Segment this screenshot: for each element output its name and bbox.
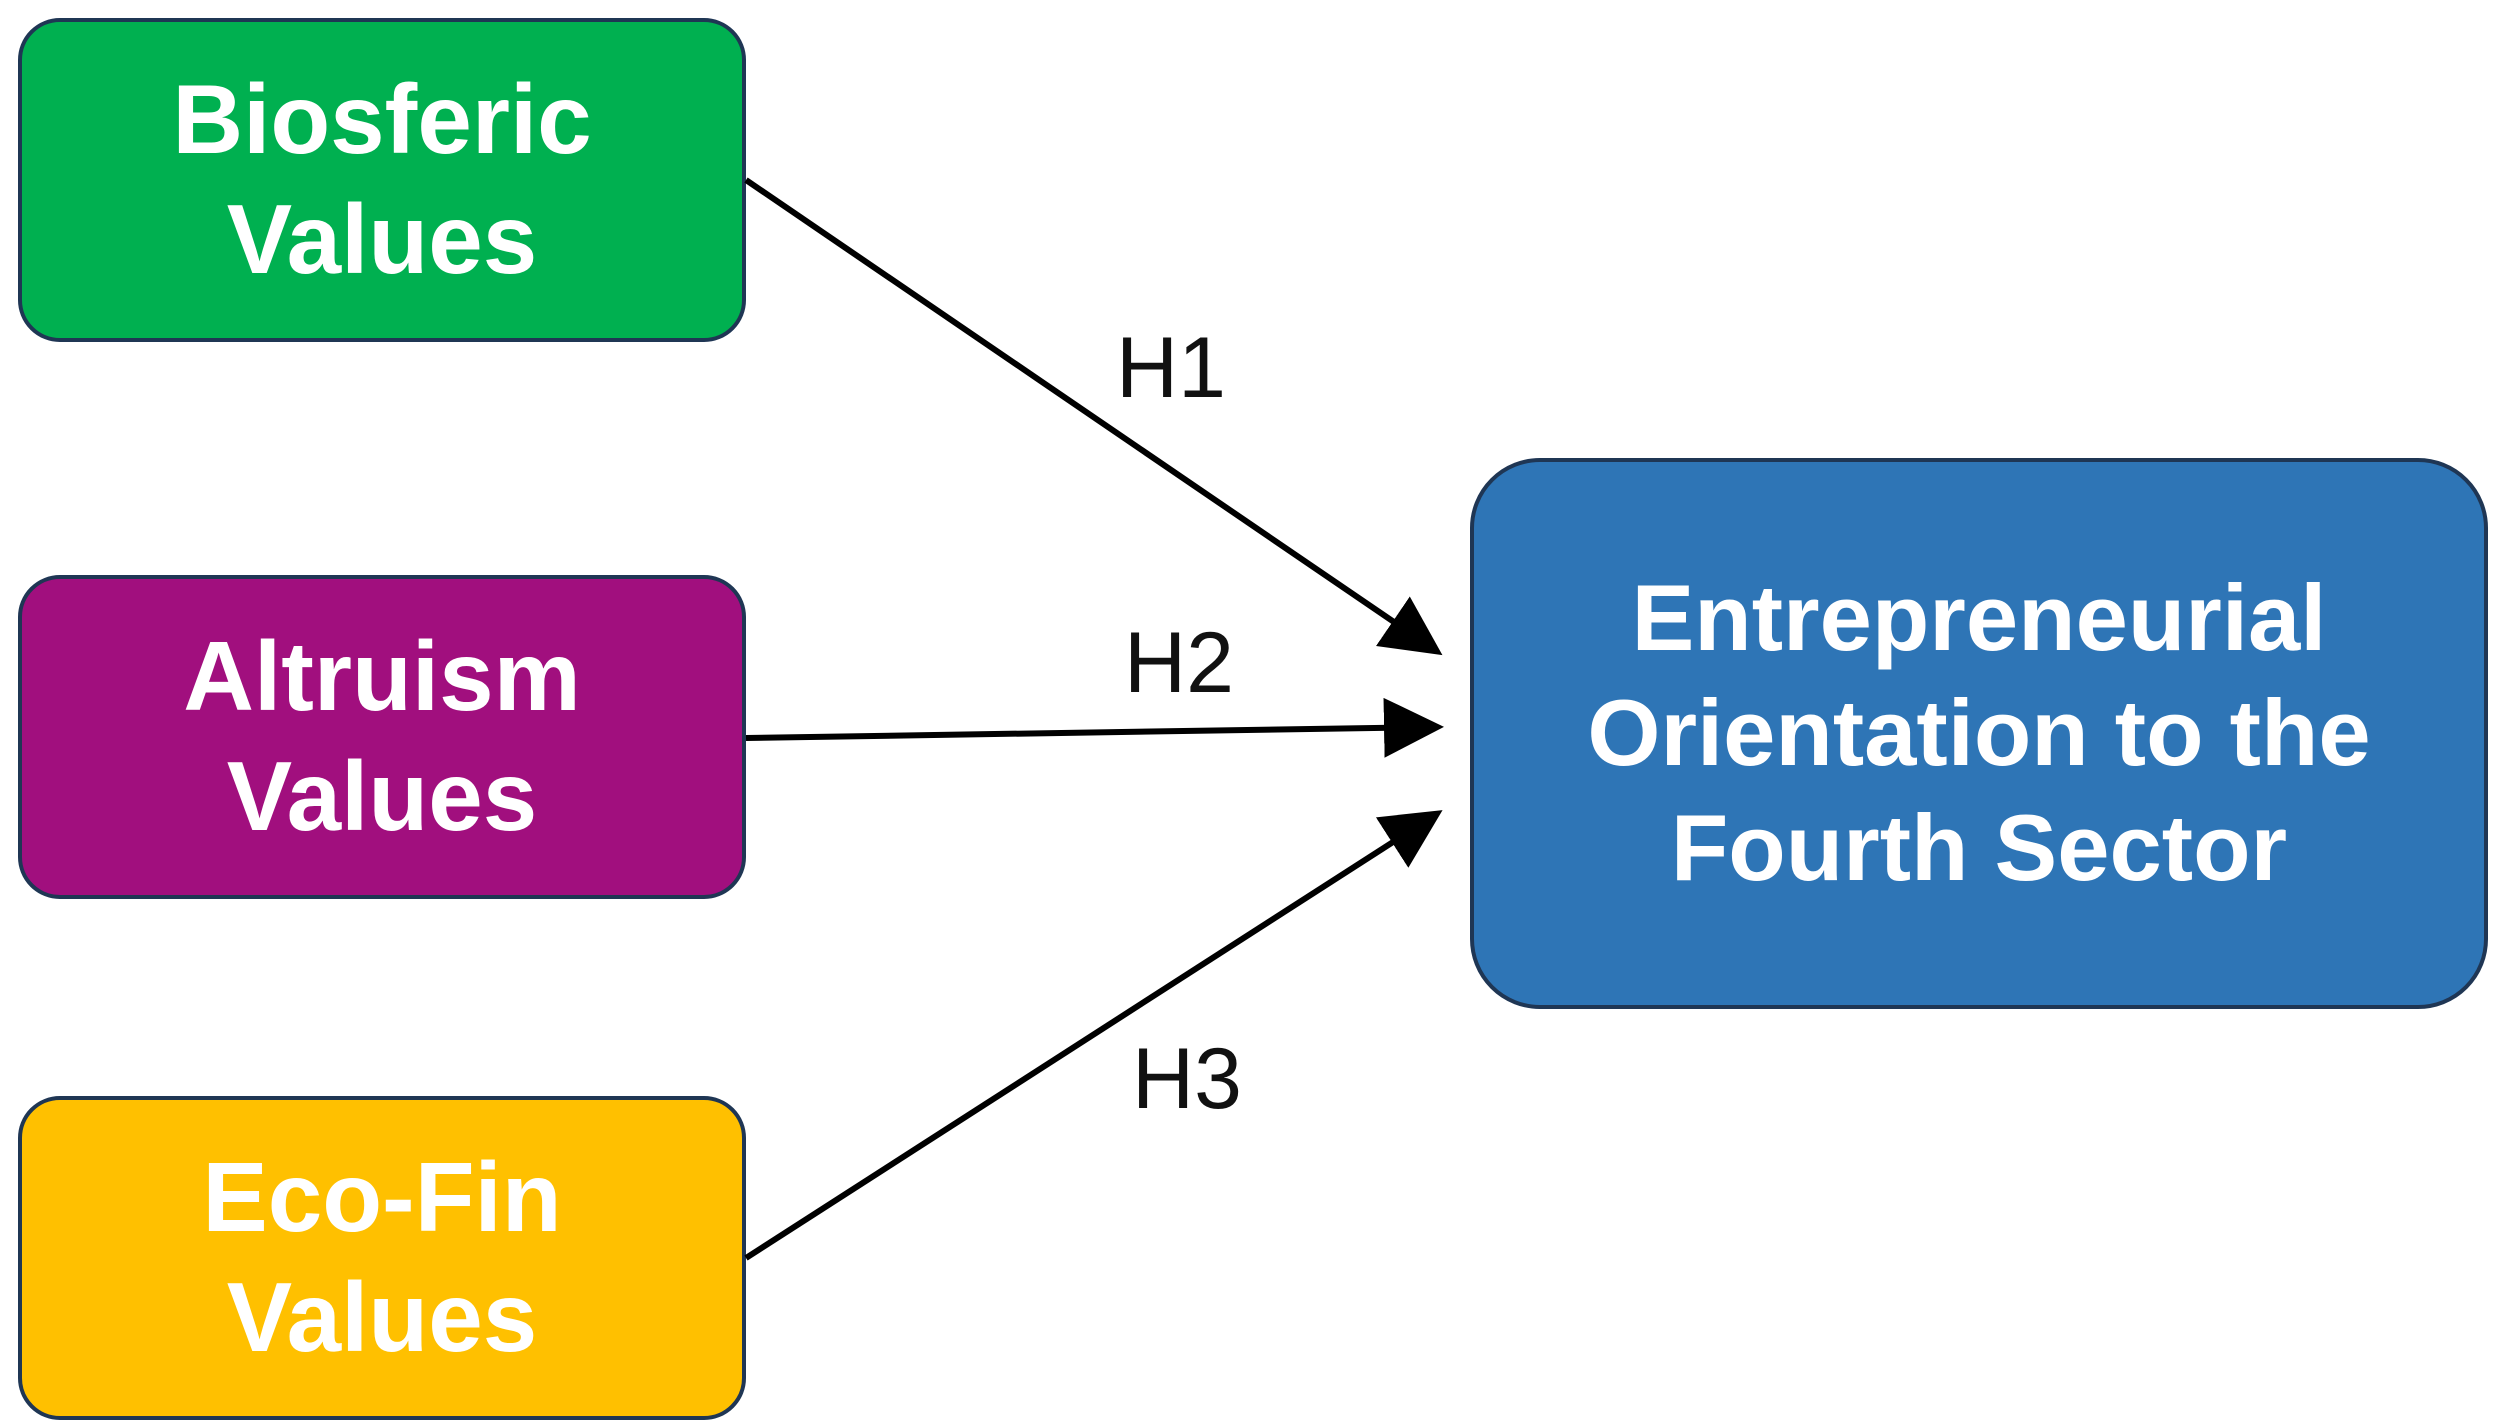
- edge-label-h2: H2: [1124, 615, 1234, 711]
- edge-label-h1: H1: [1116, 320, 1226, 416]
- eco-fin-values-label: Eco-Fin Values: [202, 1142, 562, 1372]
- eco-fin-values-node: Eco-Fin Values: [18, 1096, 746, 1420]
- biosferic-values-node: Biosferic Values: [18, 18, 746, 342]
- arrow-h2: [745, 697, 1444, 758]
- edge-label-h3: H3: [1132, 1031, 1242, 1127]
- entrepreneurial-orientation-node: Entrepreneurial Orientation to the Fourt…: [1470, 458, 2488, 1009]
- arrow-h3: [744, 810, 1443, 1261]
- altruism-values-label: Altruism Values: [183, 621, 581, 851]
- altruism-values-node: Altruism Values: [18, 575, 746, 899]
- biosferic-values-label: Biosferic Values: [172, 64, 592, 294]
- arrow-h1: [744, 177, 1443, 656]
- entrepreneurial-orientation-label: Entrepreneurial Orientation to the Fourt…: [1587, 565, 2371, 900]
